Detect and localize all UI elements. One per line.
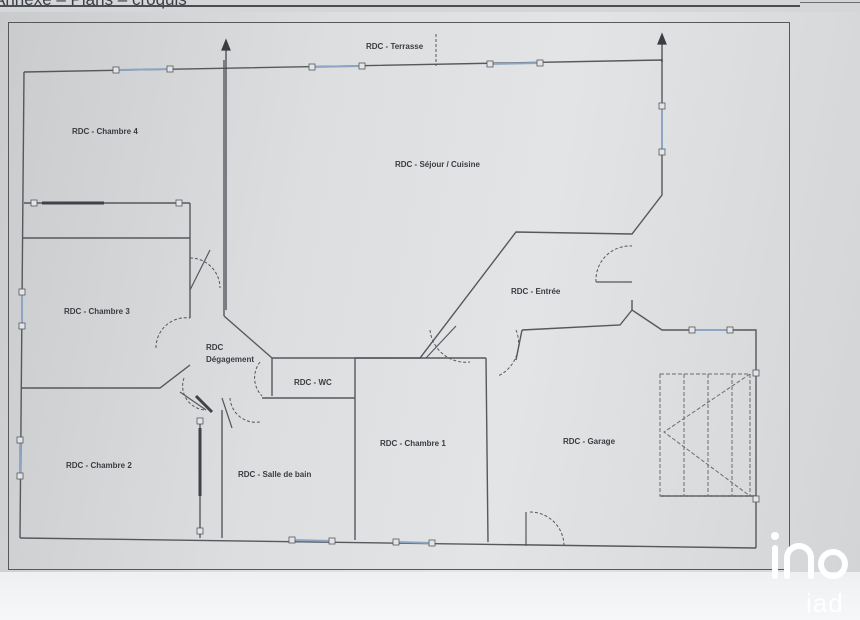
stairs-direction	[663, 373, 751, 497]
door-leaf-3	[221, 397, 233, 429]
label-degagement-2: Dégagement	[206, 355, 254, 364]
door-leaf-1	[189, 249, 211, 291]
window-end	[428, 539, 436, 547]
label-terrasse: RDC - Terrasse	[366, 42, 424, 51]
window-end	[752, 369, 760, 377]
window-end	[18, 288, 26, 296]
window-end	[18, 322, 26, 330]
door-degagement	[155, 317, 191, 349]
door-leaf-6	[425, 325, 457, 359]
window-end	[328, 537, 336, 545]
label-garage: RDC - Garage	[563, 437, 616, 446]
logo-text: iad	[806, 588, 844, 618]
window-ends	[16, 59, 760, 547]
door-garage	[529, 511, 565, 547]
window-sejour-2	[489, 62, 541, 65]
label-chambre3: RDC - Chambre 3	[64, 307, 130, 316]
plan-frame	[8, 22, 790, 570]
label-chambre2: RDC - Chambre 2	[66, 461, 132, 470]
window-end	[196, 527, 204, 535]
label-wc: RDC - WC	[294, 378, 332, 387]
label-entree: RDC - Entrée	[511, 287, 561, 296]
window-end	[358, 62, 366, 70]
window-end	[16, 472, 24, 480]
iad-logo-icon	[771, 532, 848, 579]
door-entree-garage	[595, 245, 633, 283]
window-end	[30, 199, 38, 207]
chambre3-south-wall	[22, 364, 191, 389]
plan-sheet	[0, 12, 860, 620]
axis-arrows	[221, 32, 667, 310]
chambre1-east-wall	[485, 357, 489, 543]
door-wc	[254, 361, 263, 397]
window-chambre4	[115, 68, 171, 71]
header-rule-right	[800, 2, 860, 3]
window-sejour-1	[311, 65, 363, 68]
door-entree	[497, 329, 520, 377]
entree-south-wall	[521, 309, 633, 331]
window-end	[308, 63, 316, 71]
door-chambre2	[182, 377, 207, 411]
arrow-head-right	[657, 32, 667, 45]
label-chambre1: RDC - Chambre 1	[380, 439, 446, 448]
window-end	[288, 536, 296, 544]
garage-east-wall	[631, 300, 757, 548]
label-degagement-1: RDC	[206, 343, 224, 352]
window-sdb	[291, 539, 333, 542]
stairs	[659, 373, 751, 497]
page-title: Annexe – Plans – croquis	[0, 0, 187, 10]
door-leaves	[179, 249, 632, 546]
stairs-outline	[659, 373, 751, 497]
window-end	[658, 148, 666, 156]
doors	[155, 245, 633, 547]
window-end	[175, 199, 183, 207]
window-end	[658, 102, 666, 110]
window-end	[196, 417, 204, 425]
window-end	[688, 326, 696, 334]
window-end	[486, 60, 494, 68]
windows	[19, 62, 730, 544]
door-sdb	[229, 397, 261, 423]
south-wall	[19, 537, 757, 549]
bottom-band	[0, 572, 860, 620]
dark-window-degagement	[194, 394, 214, 414]
door-leaf-2	[179, 391, 207, 411]
window-end	[752, 495, 760, 503]
label-sejour: RDC - Séjour / Cuisine	[395, 160, 480, 169]
window-end	[16, 436, 24, 444]
arrow-head-left	[221, 38, 231, 51]
degagement-wall	[223, 315, 273, 359]
room-labels: RDC - Terrasse RDC - Chambre 4 RDC - Séj…	[64, 42, 616, 479]
window-chambre1	[395, 541, 433, 544]
label-sdb: RDC - Salle de bain	[238, 470, 311, 479]
header-rule	[0, 5, 800, 7]
window-end	[536, 59, 544, 67]
door-chambre3	[189, 257, 221, 289]
window-end	[392, 538, 400, 546]
window-end	[166, 65, 174, 73]
window-end	[726, 326, 734, 334]
door-sejour	[429, 329, 471, 363]
dark-windows	[42, 201, 214, 496]
window-end	[112, 66, 120, 74]
label-chambre4: RDC - Chambre 4	[72, 127, 138, 136]
